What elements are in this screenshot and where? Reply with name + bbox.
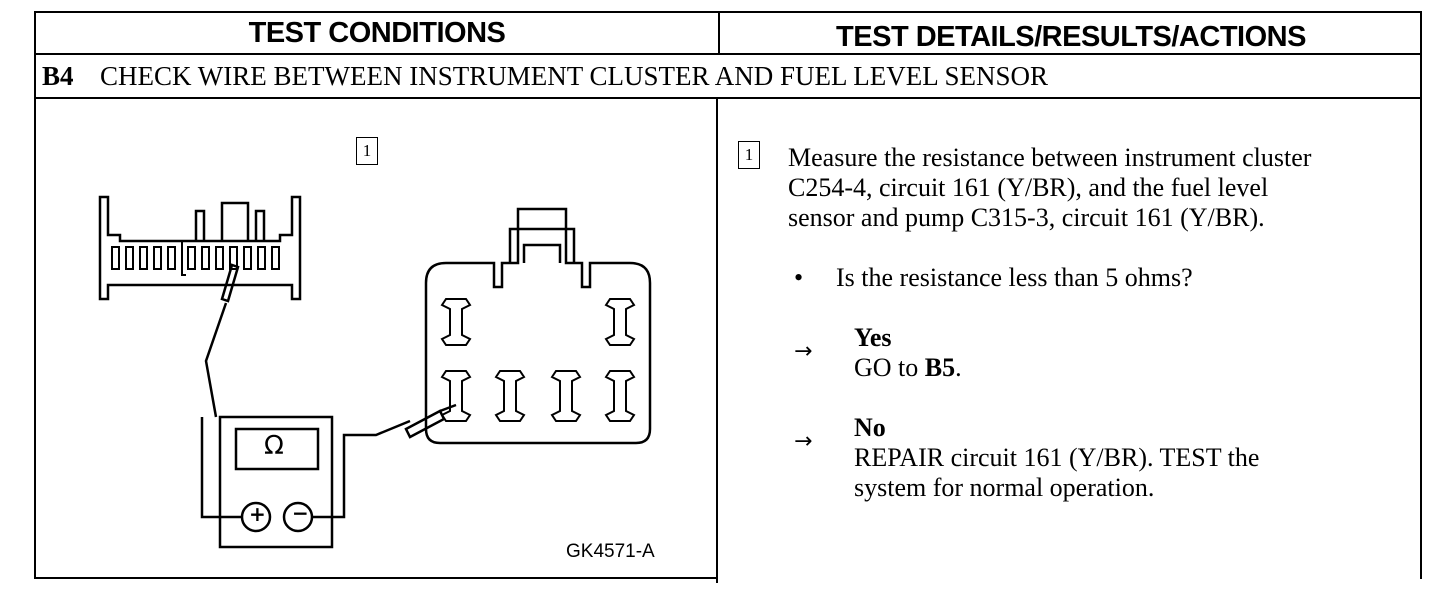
cluster-connector-icon: [98, 195, 302, 301]
multimeter-display: [234, 427, 320, 471]
question-text: Is the resistance less than 5 ohms?: [836, 263, 1193, 292]
step-id: B4: [42, 60, 74, 91]
step-title: CHECK WIRE BETWEEN INSTRUMENT CLUSTER AN…: [100, 60, 1048, 91]
body-divider: [716, 99, 718, 583]
step-rule: [36, 97, 1422, 99]
cluster-probe: [220, 263, 240, 303]
instruction-line: C254-4, circuit 161 (Y/BR), and the fuel…: [788, 173, 1269, 202]
question-row: • Is the resistance less than 5 ohms?: [794, 263, 1193, 293]
no-action-line: REPAIR circuit 161 (Y/BR). TEST the: [854, 443, 1260, 472]
arrow-icon: →: [794, 429, 813, 454]
no-action-line: system for normal operation.: [854, 473, 1155, 502]
test-conditions-header: TEST CONDITIONS: [248, 16, 506, 49]
sensor-terminals: [440, 298, 636, 422]
bottom-rule-left: [34, 577, 718, 579]
yes-action-prefix: GO to: [854, 353, 925, 382]
figure-id: GK4571-A: [566, 541, 655, 562]
cluster-pins: [111, 241, 280, 276]
no-content: No REPAIR circuit 161 (Y/BR). TEST the s…: [854, 413, 1259, 503]
multimeter-icon: [218, 415, 334, 549]
cluster-connector-latch: [194, 201, 266, 241]
header-divider: [718, 13, 720, 55]
yes-action-target: B5: [924, 353, 956, 382]
yes-branch: →: [794, 335, 812, 367]
yes-action: GO to B5.: [854, 353, 962, 383]
test-details-header: TEST DETAILS/RESULTS/ACTIONS: [836, 20, 1306, 53]
instruction-text: Measure the resistance between instrumen…: [788, 143, 1311, 233]
instruction-line: Measure the resistance between instrumen…: [788, 143, 1312, 172]
details-callout-box: 1: [738, 141, 760, 169]
yes-content: Yes GO to B5.: [854, 323, 962, 383]
no-branch: →: [794, 425, 812, 457]
yes-action-suffix: .: [955, 353, 962, 382]
figure-callout-box: 1: [356, 137, 378, 165]
yes-label: Yes: [854, 323, 892, 352]
instruction-line: sensor and pump C315-3, circuit 161 (Y/B…: [788, 203, 1265, 232]
sensor-connector-icon: [424, 207, 652, 445]
test-table: TEST CONDITIONS TEST DETAILS/RESULTS/ACT…: [34, 11, 1422, 583]
arrow-icon: →: [794, 339, 813, 364]
step-title-row: B4 CHECK WIRE BETWEEN INSTRUMENT CLUSTER…: [36, 55, 1422, 97]
bullet: •: [794, 263, 804, 292]
wiring-illustration: [98, 195, 652, 549]
minus-symbol: −: [292, 501, 309, 525]
ohm-symbol: Ω: [264, 431, 284, 461]
header-rule: [36, 53, 1422, 55]
no-label: No: [854, 413, 886, 442]
plus-symbol: +: [249, 502, 266, 526]
